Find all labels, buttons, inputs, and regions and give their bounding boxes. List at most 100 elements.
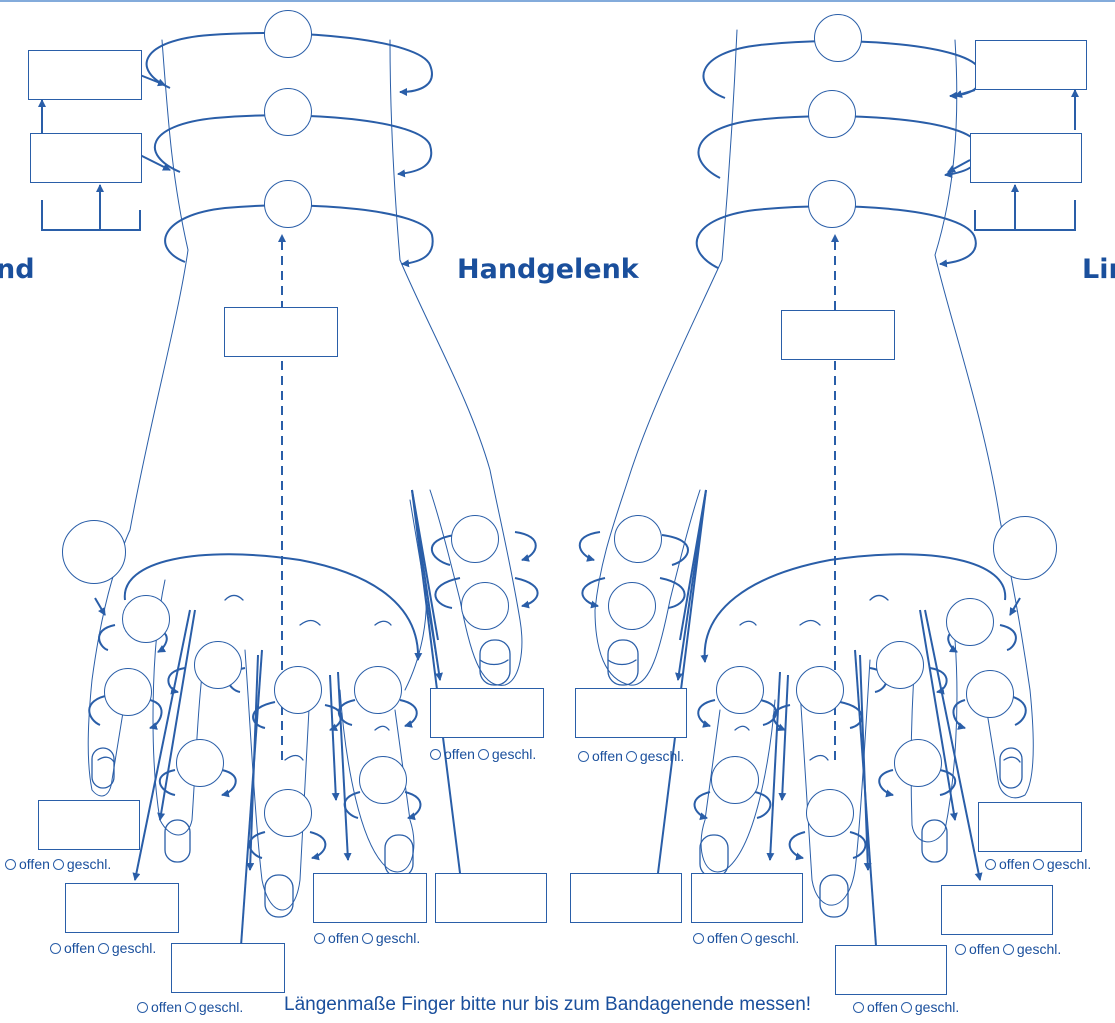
length-field[interactable]	[978, 802, 1082, 852]
circumference-circle[interactable]	[614, 515, 662, 563]
closed-label: geschl.	[375, 930, 421, 946]
length-field[interactable]	[941, 885, 1053, 935]
closed-radio[interactable]	[1032, 858, 1044, 870]
open-radio[interactable]	[985, 858, 996, 870]
open-closed-option: offen geschl.	[853, 1000, 959, 1014]
closed-radio[interactable]	[1002, 943, 1014, 955]
open-label: offen	[444, 746, 475, 762]
circumference-circle[interactable]	[359, 756, 407, 804]
length-field[interactable]	[430, 688, 544, 738]
closed-label: geschl.	[491, 746, 537, 762]
circumference-circle[interactable]	[264, 10, 312, 58]
length-field[interactable]	[65, 883, 179, 933]
closed-label: geschl.	[1016, 941, 1062, 957]
open-label: offen	[19, 856, 50, 872]
circumference-circle[interactable]	[808, 90, 856, 138]
open-closed-option: offen geschl.	[693, 931, 799, 945]
length-field[interactable]	[224, 307, 338, 357]
open-closed-option: offen geschl.	[955, 942, 1061, 956]
open-label: offen	[64, 940, 95, 956]
open-label: offen	[999, 856, 1030, 872]
closed-label: geschl.	[914, 999, 960, 1015]
closed-radio[interactable]	[361, 932, 373, 944]
open-label: offen	[707, 930, 738, 946]
circumference-circle[interactable]	[966, 670, 1014, 718]
circumference-circle[interactable]	[461, 582, 509, 630]
length-field[interactable]	[975, 40, 1087, 90]
open-radio[interactable]	[693, 932, 704, 944]
circumference-circle[interactable]	[814, 14, 862, 62]
open-radio[interactable]	[314, 932, 325, 944]
circumference-circle[interactable]	[894, 739, 942, 787]
open-radio[interactable]	[137, 1001, 148, 1013]
open-closed-option: offen geschl.	[985, 857, 1091, 871]
length-field[interactable]	[28, 50, 142, 100]
open-radio[interactable]	[578, 750, 589, 762]
length-field[interactable]	[38, 800, 140, 850]
open-closed-option: offen geschl.	[314, 931, 420, 945]
right-hand-heading: nd	[0, 254, 35, 285]
circumference-circle[interactable]	[451, 515, 499, 563]
open-radio[interactable]	[955, 943, 966, 955]
measurement-note: Längenmaße Finger bitte nur bis zum Band…	[284, 994, 812, 1015]
circumference-circle[interactable]	[946, 598, 994, 646]
circumference-circle[interactable]	[194, 641, 242, 689]
length-field[interactable]	[313, 873, 427, 923]
length-field[interactable]	[435, 873, 547, 923]
length-field[interactable]	[691, 873, 803, 923]
open-closed-option: offen geschl.	[430, 747, 536, 761]
circumference-circle[interactable]	[716, 666, 764, 714]
closed-radio[interactable]	[900, 1001, 912, 1013]
open-closed-option: offen geschl.	[5, 857, 111, 871]
circumference-circle[interactable]	[806, 789, 854, 837]
closed-radio[interactable]	[97, 942, 109, 954]
length-field[interactable]	[171, 943, 285, 993]
circumference-circle[interactable]	[876, 641, 924, 689]
open-closed-option: offen geschl.	[137, 1000, 243, 1014]
length-arrows	[38, 74, 1079, 961]
closed-label: geschl.	[66, 856, 112, 872]
closed-label: geschl.	[754, 930, 800, 946]
open-radio[interactable]	[430, 748, 441, 760]
length-field[interactable]	[781, 310, 895, 360]
closed-radio[interactable]	[625, 750, 637, 762]
closed-radio[interactable]	[477, 748, 489, 760]
open-radio[interactable]	[853, 1001, 864, 1013]
open-label: offen	[867, 999, 898, 1015]
wrist-heading: Handgelenk	[457, 254, 639, 285]
open-radio[interactable]	[50, 942, 61, 954]
circumference-circle[interactable]	[608, 582, 656, 630]
circumference-circle[interactable]	[711, 756, 759, 804]
length-field[interactable]	[835, 945, 947, 995]
open-label: offen	[328, 930, 359, 946]
open-radio[interactable]	[5, 858, 16, 870]
circumference-circle[interactable]	[264, 789, 312, 837]
closed-label: geschl.	[111, 940, 157, 956]
closed-radio[interactable]	[52, 858, 64, 870]
open-label: offen	[969, 941, 1000, 957]
closed-label: geschl.	[639, 748, 685, 764]
closed-radio[interactable]	[740, 932, 752, 944]
circumference-circle[interactable]	[808, 180, 856, 228]
length-field[interactable]	[575, 688, 687, 738]
circumference-circle[interactable]	[122, 595, 170, 643]
open-closed-option: offen geschl.	[50, 941, 156, 955]
circumference-rings	[88, 32, 1027, 861]
circumference-circle[interactable]	[264, 88, 312, 136]
circumference-circle[interactable]	[354, 666, 402, 714]
length-field[interactable]	[970, 133, 1082, 183]
circumference-circle[interactable]	[796, 666, 844, 714]
circumference-circle[interactable]	[264, 180, 312, 228]
circumference-circle[interactable]	[274, 666, 322, 714]
open-closed-option: offen geschl.	[578, 749, 684, 763]
length-field[interactable]	[570, 873, 682, 923]
circumference-circle[interactable]	[993, 516, 1057, 580]
circumference-circle[interactable]	[62, 520, 126, 584]
left-hand-heading: Lin	[1082, 254, 1115, 285]
length-field[interactable]	[30, 133, 142, 183]
closed-radio[interactable]	[184, 1001, 196, 1013]
circumference-circle[interactable]	[104, 668, 152, 716]
circumference-circle[interactable]	[176, 739, 224, 787]
